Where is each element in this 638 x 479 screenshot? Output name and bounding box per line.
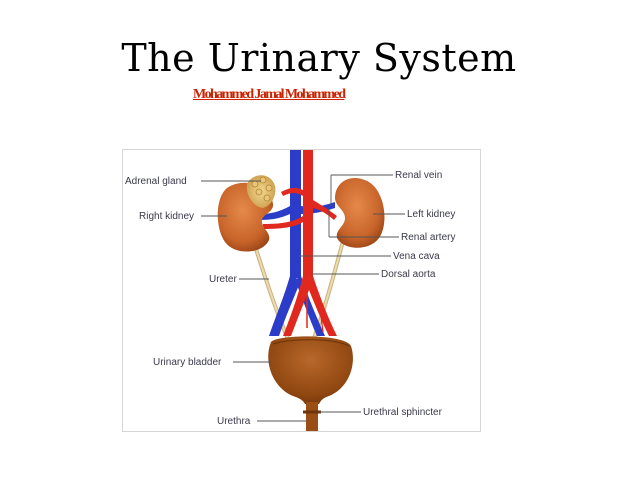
label-dorsal-aorta: Dorsal aorta — [381, 269, 436, 280]
leader-lines — [201, 174, 405, 422]
label-urethral-sphincter: Urethral sphincter — [363, 407, 443, 418]
label-adrenal-gland: Adrenal gland — [125, 176, 187, 187]
adrenal-gland — [246, 175, 276, 208]
left-kidney-shape — [335, 177, 385, 248]
urinary-system-diagram: Adrenal gland Right kidney Ureter Urinar… — [122, 149, 481, 432]
label-urinary-bladder: Urinary bladder — [153, 357, 222, 368]
kidneys — [217, 177, 385, 252]
label-renal-vein: Renal vein — [395, 170, 442, 181]
slide-title: The Urinary System — [121, 36, 517, 80]
label-left-kidney: Left kidney — [407, 209, 455, 220]
label-right-kidney: Right kidney — [139, 211, 194, 222]
slide-subtitle: Mohammed Jamal Mohammed — [193, 87, 346, 102]
dorsal-aorta — [263, 150, 337, 336]
label-urethra: Urethra — [217, 416, 251, 427]
urinary-bladder — [268, 336, 353, 404]
label-ureter: Ureter — [209, 274, 237, 285]
diagram-canvas: Adrenal gland Right kidney Ureter Urinar… — [125, 150, 455, 431]
urethra — [303, 402, 321, 431]
label-renal-artery: Renal artery — [401, 232, 455, 243]
label-vena-cava: Vena cava — [393, 251, 440, 262]
